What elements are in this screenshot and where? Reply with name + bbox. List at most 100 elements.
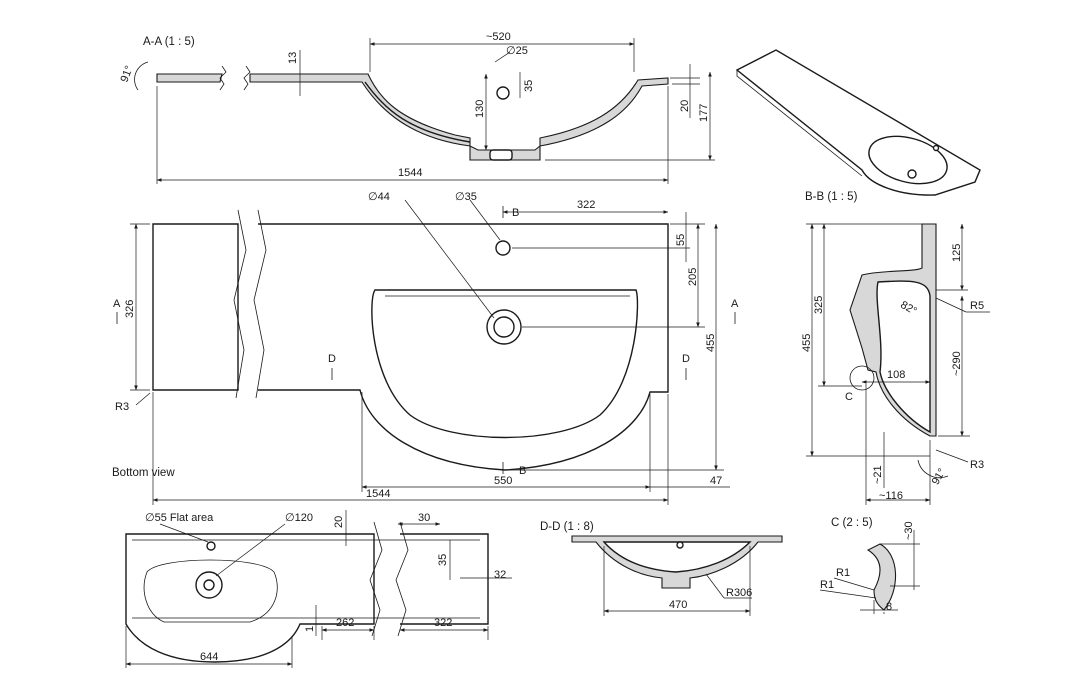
section-aa-view: A-A (1 : 5) 91° ~520 ∅25 13 35 130 20 17… bbox=[119, 31, 715, 184]
dia44-label: ∅44 bbox=[368, 191, 390, 203]
basin-outline bbox=[371, 289, 639, 439]
detail-c-view: C (2 : 5) ~30 R1 R1 8 bbox=[819, 517, 920, 614]
drain-outlet bbox=[489, 149, 513, 161]
dia120-label: ∅120 bbox=[285, 512, 313, 524]
dia25-label: ∅25 bbox=[506, 45, 528, 57]
dim-326-label: 326 bbox=[124, 300, 136, 318]
drain-inner bbox=[493, 316, 515, 338]
r3-label: R3 bbox=[115, 401, 129, 413]
leader-r1-bottom bbox=[819, 589, 877, 599]
r306-label: R306 bbox=[726, 587, 752, 599]
flat-area-label: ∅55 Flat area bbox=[145, 512, 214, 524]
bottom-taphole bbox=[206, 541, 216, 551]
bb-dim-455-label: 455 bbox=[801, 334, 813, 352]
bottom-dim-644-label: 644 bbox=[200, 651, 218, 663]
break-line bbox=[243, 65, 251, 91]
bottom-dim-322-label: 322 bbox=[434, 617, 452, 629]
section-bb-view: B-B (1 : 5) C 455 325 125 R5 82° ~290 10… bbox=[801, 191, 990, 505]
dim-1544-label: 1544 bbox=[398, 167, 422, 179]
bottom-dim-262-label: 262 bbox=[336, 617, 354, 629]
cut-d-left: D bbox=[328, 353, 336, 365]
cut-b-bottom: B bbox=[519, 465, 526, 477]
dia35-label: ∅35 bbox=[455, 191, 477, 203]
dim-205-label: 205 bbox=[687, 268, 699, 286]
leader-r3b bbox=[935, 449, 969, 463]
bottom-rails bbox=[132, 539, 480, 619]
plan-left-part bbox=[152, 223, 239, 391]
slab-left-part bbox=[156, 73, 223, 83]
section-dd-title: D-D (1 : 8) bbox=[540, 521, 594, 533]
basin-section bbox=[249, 73, 669, 161]
bottom-dim-1-label: 1 bbox=[304, 626, 316, 632]
bb-dim-116-label: ~116 bbox=[879, 490, 903, 502]
dim-47-label: 47 bbox=[710, 475, 722, 487]
c-dim-30-label: ~30 bbox=[903, 521, 915, 540]
r5-label: R5 bbox=[970, 300, 984, 312]
isometric-view bbox=[735, 49, 981, 196]
section-bb-title: B-B (1 : 5) bbox=[805, 191, 858, 203]
dim-322-label: 322 bbox=[577, 199, 595, 211]
bottom-view-title: Bottom view bbox=[112, 467, 175, 479]
leader-120 bbox=[215, 523, 286, 577]
detail-c-profile bbox=[866, 543, 897, 611]
bb-dim-125-label: 125 bbox=[951, 244, 963, 262]
break-line bbox=[253, 209, 267, 399]
leader-25 bbox=[494, 51, 511, 63]
plan-right-part bbox=[258, 223, 669, 471]
bb-basin-cavity bbox=[876, 280, 931, 434]
leader-r3 bbox=[135, 392, 151, 406]
dd-basin-cavity bbox=[602, 541, 752, 573]
bb-dim-21-label: ~21 bbox=[872, 465, 884, 484]
dim-130-label: 130 bbox=[474, 100, 486, 118]
bottom-drain-inner bbox=[203, 579, 215, 591]
bottom-dim-30-label: 30 bbox=[418, 512, 430, 524]
detail-c-title: C (2 : 5) bbox=[831, 517, 873, 529]
dim-13-label: 13 bbox=[287, 52, 299, 64]
dim-455-label: 455 bbox=[705, 334, 717, 352]
dd-taphole bbox=[676, 541, 684, 549]
r1-bottom-label: R1 bbox=[820, 579, 834, 591]
bb-dim-290-label: ~290 bbox=[951, 351, 963, 376]
dim-55-label: 55 bbox=[675, 234, 687, 246]
bb-dim-325-label: 325 bbox=[813, 296, 825, 314]
leader-r306 bbox=[705, 573, 725, 599]
cut-b-top: B bbox=[512, 207, 519, 219]
bb-r3-label: R3 bbox=[970, 459, 984, 471]
leader-35 bbox=[469, 199, 501, 241]
dim-1544b-label: 1544 bbox=[366, 488, 390, 500]
section-aa-title: A-A (1 : 5) bbox=[143, 36, 195, 48]
leader-44 bbox=[404, 199, 495, 319]
basin-inner bbox=[364, 81, 471, 143]
break-line bbox=[369, 521, 383, 637]
worktop-edge bbox=[736, 70, 863, 177]
dd-dim-470-label: 470 bbox=[669, 599, 687, 611]
bottom-right-part bbox=[400, 533, 489, 625]
angle-91-arc bbox=[917, 459, 949, 479]
basin-3d bbox=[868, 135, 948, 185]
bottom-basin bbox=[143, 559, 278, 623]
dim-520-label: ~520 bbox=[486, 31, 511, 43]
bottom-dim-20-label: 20 bbox=[333, 516, 345, 528]
bottom-left-part bbox=[125, 533, 375, 663]
bb-dim-108-label: 108 bbox=[887, 369, 905, 381]
plan-view: ∅44 ∅35 B B A A D D 322 55 205 455 326 R… bbox=[113, 191, 739, 505]
bottom-dim-32-label: 32 bbox=[494, 569, 506, 581]
cut-d-right: D bbox=[682, 353, 690, 365]
angle-arc bbox=[134, 61, 149, 91]
leader-r5 bbox=[935, 297, 967, 313]
taphole-3d bbox=[932, 144, 940, 152]
tap-hole bbox=[496, 86, 510, 100]
break-line bbox=[219, 65, 227, 91]
leader-flat-area bbox=[159, 523, 209, 543]
bottom-dim-35-label: 35 bbox=[437, 554, 449, 566]
bb-angle-91-label: 91° bbox=[930, 467, 949, 487]
drain-3d bbox=[907, 169, 917, 179]
cut-a-right: A bbox=[731, 298, 739, 310]
bottom-view: Bottom view ∅55 Flat area ∅120 20 30 35 … bbox=[112, 467, 512, 668]
detail-c-marker: C bbox=[845, 391, 853, 403]
c-dim-8-label: 8 bbox=[886, 601, 892, 613]
leader-r1-top bbox=[833, 577, 875, 591]
dim-177-label: 177 bbox=[698, 104, 710, 122]
dim-20-label: 20 bbox=[679, 100, 691, 112]
